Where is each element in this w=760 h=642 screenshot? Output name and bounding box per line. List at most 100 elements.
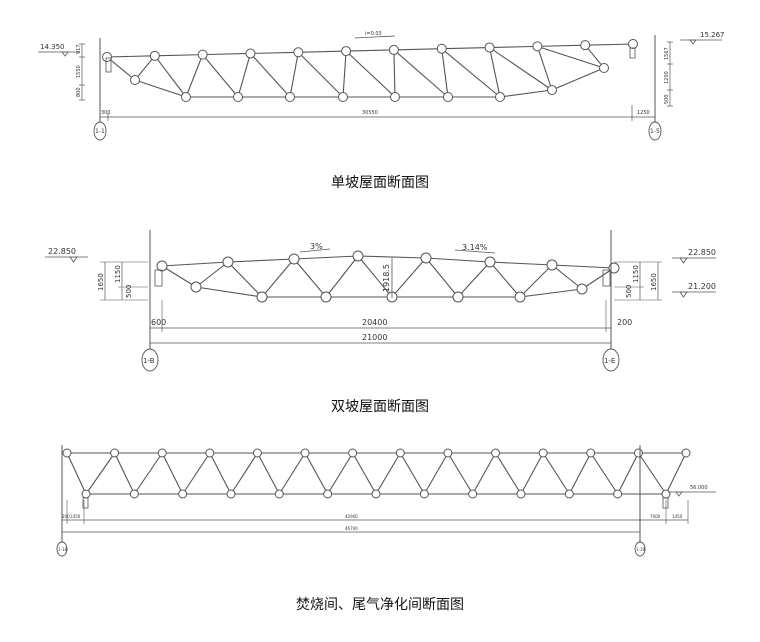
truss-member (425, 257, 491, 263)
truss-node (514, 291, 526, 303)
bottom-dim-21000: 21000 (362, 333, 387, 342)
truss-member (256, 452, 280, 495)
axis-label-right: 1-19 (636, 547, 646, 552)
truss-nodes (156, 250, 620, 303)
truss-member (161, 265, 197, 288)
truss-member (161, 261, 229, 267)
truss-node (274, 489, 284, 499)
axis-bubble-left (141, 348, 159, 372)
truss-member (345, 50, 396, 98)
truss-member (342, 51, 347, 98)
truss-node (388, 44, 399, 55)
truss-member (346, 49, 394, 52)
truss-member (585, 43, 634, 46)
axis-bubble-right (634, 541, 646, 557)
truss-member (154, 55, 187, 98)
truss-member (425, 257, 459, 298)
truss-member (520, 452, 544, 495)
truss-node (371, 489, 381, 499)
truss-member (393, 49, 449, 98)
truss-node (341, 46, 352, 57)
truss-node (293, 47, 304, 58)
truss-node (576, 283, 588, 295)
truss-node (586, 448, 596, 458)
truss-member (195, 286, 263, 298)
right-dim-500: 500 (625, 285, 633, 298)
truss-member (114, 452, 135, 495)
truss-node (564, 489, 574, 499)
truss-member (665, 452, 687, 495)
truss-node (443, 448, 453, 458)
truss-member (85, 452, 116, 495)
truss-member (357, 255, 427, 259)
truss-node (252, 448, 262, 458)
truss-node (81, 489, 91, 499)
axis-bubble-right (648, 121, 662, 141)
truss-member (134, 55, 156, 81)
truss-member (195, 261, 229, 288)
right-dim-1567: 1567 (664, 47, 670, 60)
truss-node (181, 92, 191, 102)
truss-member (489, 261, 521, 298)
truss-member (250, 53, 291, 98)
elevation-triangle-right (689, 39, 697, 45)
left-dim-917: 917 (76, 44, 82, 54)
caption-double-slope: 双坡屋面断面图 (331, 399, 429, 415)
truss-member (423, 452, 449, 495)
truss-node (226, 489, 236, 499)
truss-member (209, 452, 232, 495)
truss-member (327, 452, 354, 495)
support-left (82, 497, 89, 509)
truss-member (293, 258, 327, 298)
support-left (105, 57, 112, 73)
truss-member (495, 452, 522, 495)
truss-node (599, 63, 609, 73)
truss-node (338, 92, 348, 102)
caption-single-slope: 单坡屋面断面图 (331, 175, 429, 191)
truss-node (110, 448, 120, 458)
bottom-dim-20400: 20400 (362, 318, 387, 327)
truss-member (581, 267, 615, 290)
truss-member (297, 51, 344, 98)
truss-members (66, 452, 687, 495)
truss-member (551, 67, 605, 91)
bottom-dim-600: 600 (151, 318, 166, 327)
truss-node (156, 260, 168, 272)
truss-member (298, 50, 347, 53)
truss-member (289, 52, 299, 98)
left-dim-800: 800 (76, 87, 82, 97)
truss-member (499, 89, 553, 98)
elevation-triangle-right-bottom (679, 291, 688, 298)
truss-member (261, 258, 295, 298)
elevation-label-left: 14.350 (40, 43, 65, 51)
axis-bubble-left (93, 121, 107, 141)
truss-node (129, 489, 139, 499)
slope-arrow-right (454, 249, 496, 254)
bottom-dim-7000: 7000 (650, 514, 661, 519)
truss-member (391, 257, 427, 298)
support-left (154, 269, 163, 287)
truss-member (457, 261, 491, 298)
truss-member (537, 44, 586, 47)
truss-nodes (102, 39, 638, 102)
incineration-hall-truss-section: 56.000 200 1450 42900 7000 1450 46700 1-… (56, 445, 716, 557)
truss-member (393, 48, 442, 51)
truss-node (491, 448, 501, 458)
truss-node (245, 48, 256, 59)
elevation-triangle-left (61, 51, 69, 57)
truss-node (628, 39, 638, 49)
bottom-dim-1450-left: 1450 (70, 514, 81, 519)
truss-node (197, 49, 208, 60)
axis-label-left: 1-1 (95, 128, 105, 135)
elevation-triangle-right-top (679, 257, 688, 264)
truss-member (441, 46, 490, 50)
truss-member (202, 54, 239, 98)
truss-member (106, 55, 155, 58)
truss-node (538, 448, 548, 458)
truss-node (546, 259, 558, 271)
truss-node (300, 448, 310, 458)
axis-bubble-left (56, 541, 68, 557)
truss-node (580, 40, 591, 51)
bottom-dim-200: 200 (62, 514, 70, 519)
left-dim-1150: 1150 (114, 265, 122, 283)
